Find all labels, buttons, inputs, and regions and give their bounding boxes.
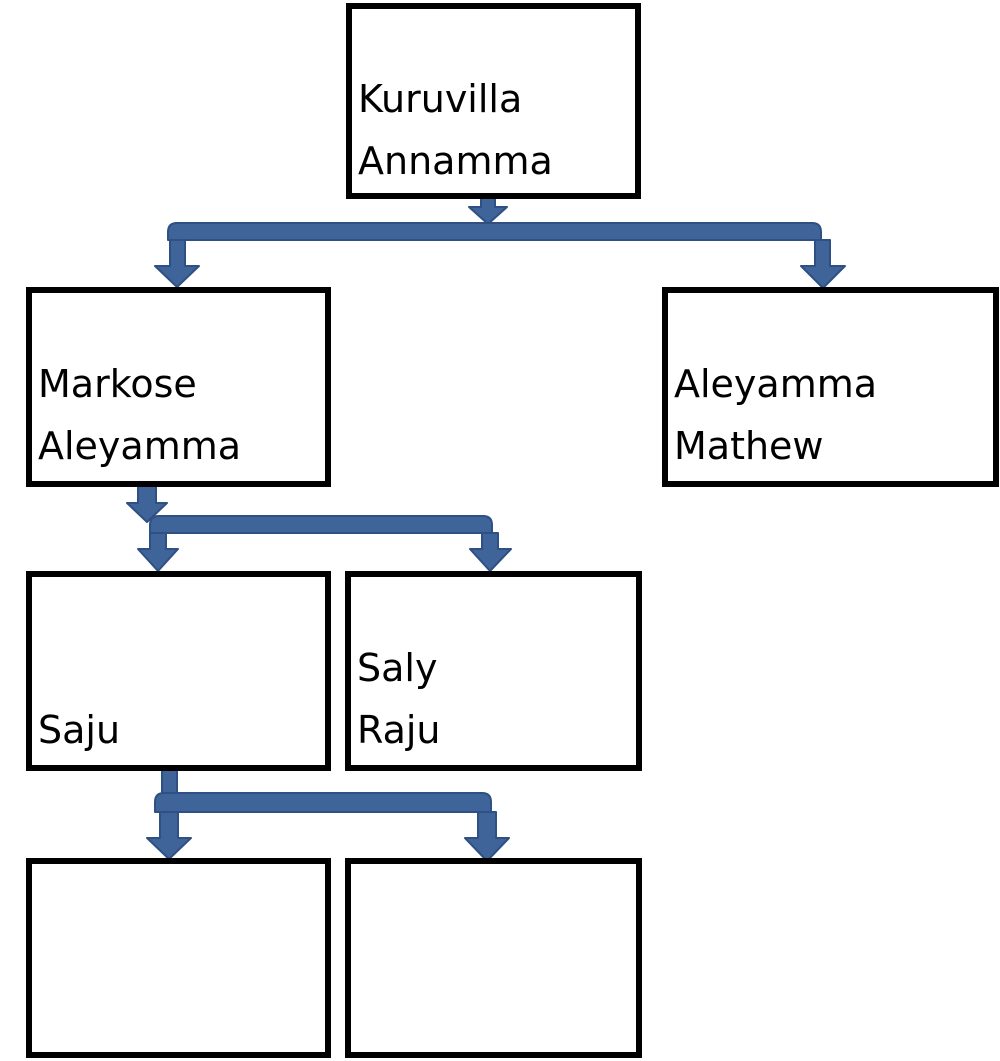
node-line: Raju	[357, 708, 441, 752]
arrow-to-aleyamma-mathew	[800, 239, 846, 289]
node-saju: Saju	[26, 571, 331, 771]
arrow-to-markose	[154, 239, 200, 288]
node-saly-raju: Saly Raju	[345, 571, 642, 771]
arrow-to-saju	[137, 532, 179, 572]
node-line: Markose	[38, 362, 197, 406]
node-markose-aleyamma: Markose Aleyamma	[26, 287, 331, 487]
arrow-to-child-1	[146, 811, 192, 860]
arrow-to-child-2	[464, 811, 510, 862]
node-line: Aleyamma	[38, 424, 242, 468]
node-line: Annamma	[358, 139, 553, 183]
node-aleyamma-mathew: Aleyamma Mathew	[662, 287, 999, 487]
node-line: Saly	[357, 646, 438, 690]
node-line: Saju	[38, 708, 121, 752]
node-line: Mathew	[674, 424, 824, 468]
connector-root-children	[154, 191, 846, 289]
connector-saju-children	[146, 754, 510, 862]
connector-markose-children	[126, 484, 512, 572]
node-line: Kuruvilla	[358, 77, 523, 121]
node-child-2	[345, 858, 642, 1058]
node-line: Aleyamma	[674, 362, 878, 406]
node-child-1	[26, 858, 331, 1058]
arrow-to-saly-raju	[469, 532, 512, 572]
node-kuruvilla-annamma: Kuruvilla Annamma	[346, 3, 641, 199]
